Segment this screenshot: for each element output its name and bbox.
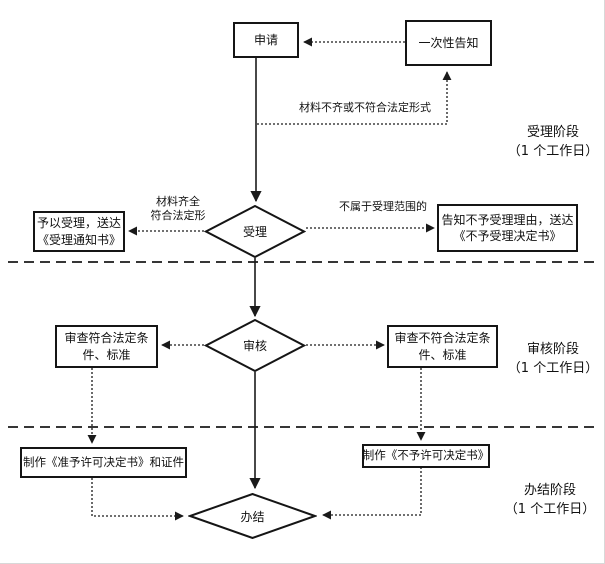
node-accept-label: 受理	[242, 225, 267, 239]
node-apply: 申请	[233, 22, 299, 58]
done-diamond-shape	[188, 493, 317, 539]
accept-diamond-shape	[204, 205, 306, 258]
stage-label-acceptance: 受理阶段 （1 个工作日）	[503, 124, 603, 162]
edge-label-incomplete-materials: 材料不齐或不符合法定形式	[299, 101, 431, 114]
node-apply-label: 申请	[253, 32, 278, 47]
node-accept-no-label: 告知不予受理理由，送达《不予受理决定书》	[441, 212, 574, 243]
edge-incomplete-to-notify	[257, 71, 452, 125]
node-done-label: 办结	[240, 509, 265, 524]
stage-acceptance-duration: （1 个工作日）	[507, 143, 599, 159]
node-accept-yes-label: 予以受理，送达《受理通知书》	[36, 216, 121, 247]
node-review-decision: 审核	[204, 319, 306, 372]
stage-completion-duration: （1 个工作日）	[504, 501, 596, 517]
node-accept-no: 告知不予受理理由，送达《不予受理决定书》	[437, 204, 578, 252]
node-accept-yes: 予以受理，送达《受理通知书》	[33, 211, 125, 252]
node-one-time-notice: 一次性告知	[405, 20, 492, 66]
edge-denial-to-done	[322, 467, 422, 520]
node-review-fail: 审查不符合法定条件、标准	[387, 325, 498, 368]
stage-label-review: 审核阶段 （1 个工作日）	[503, 341, 603, 379]
node-review-label: 审核	[242, 339, 267, 353]
edge-permit-to-done	[91, 478, 184, 521]
stage-completion-name: 办结阶段	[523, 483, 576, 498]
node-accept-decision: 受理	[204, 205, 306, 258]
edge-label-out-of-scope: 不属于受理范围的	[339, 200, 427, 213]
node-done: 办结	[188, 493, 317, 539]
edge-label-complete-line1: 材料齐全	[156, 195, 200, 208]
node-make-permit: 制作《准予许可决定书》和证件	[20, 447, 187, 478]
edge-label-complete-line2: 符合法定形	[150, 208, 206, 222]
node-make-denial: 制作《不予许可决定书》	[362, 444, 490, 468]
stage-review-duration: （1 个工作日）	[507, 360, 599, 376]
node-review-pass: 审查符合法定条件、标准	[55, 325, 158, 368]
node-make-denial-label: 制作《不予许可决定书》	[362, 448, 490, 463]
review-diamond-shape	[204, 319, 306, 372]
edge-label-complete-materials: 材料齐全 符合法定形	[143, 195, 213, 223]
stage-label-completion: 办结阶段 （1 个工作日）	[495, 482, 604, 520]
node-make-permit-label: 制作《准予许可决定书》和证件	[23, 454, 184, 469]
node-review-fail-label: 审查不符合法定条件、标准	[394, 331, 491, 362]
node-one-time-notice-label: 一次性告知	[418, 35, 479, 50]
node-review-pass-label: 审查符合法定条件、标准	[64, 331, 149, 362]
stage-review-name: 审核阶段	[526, 342, 579, 357]
stage-acceptance-name: 受理阶段	[526, 125, 579, 140]
